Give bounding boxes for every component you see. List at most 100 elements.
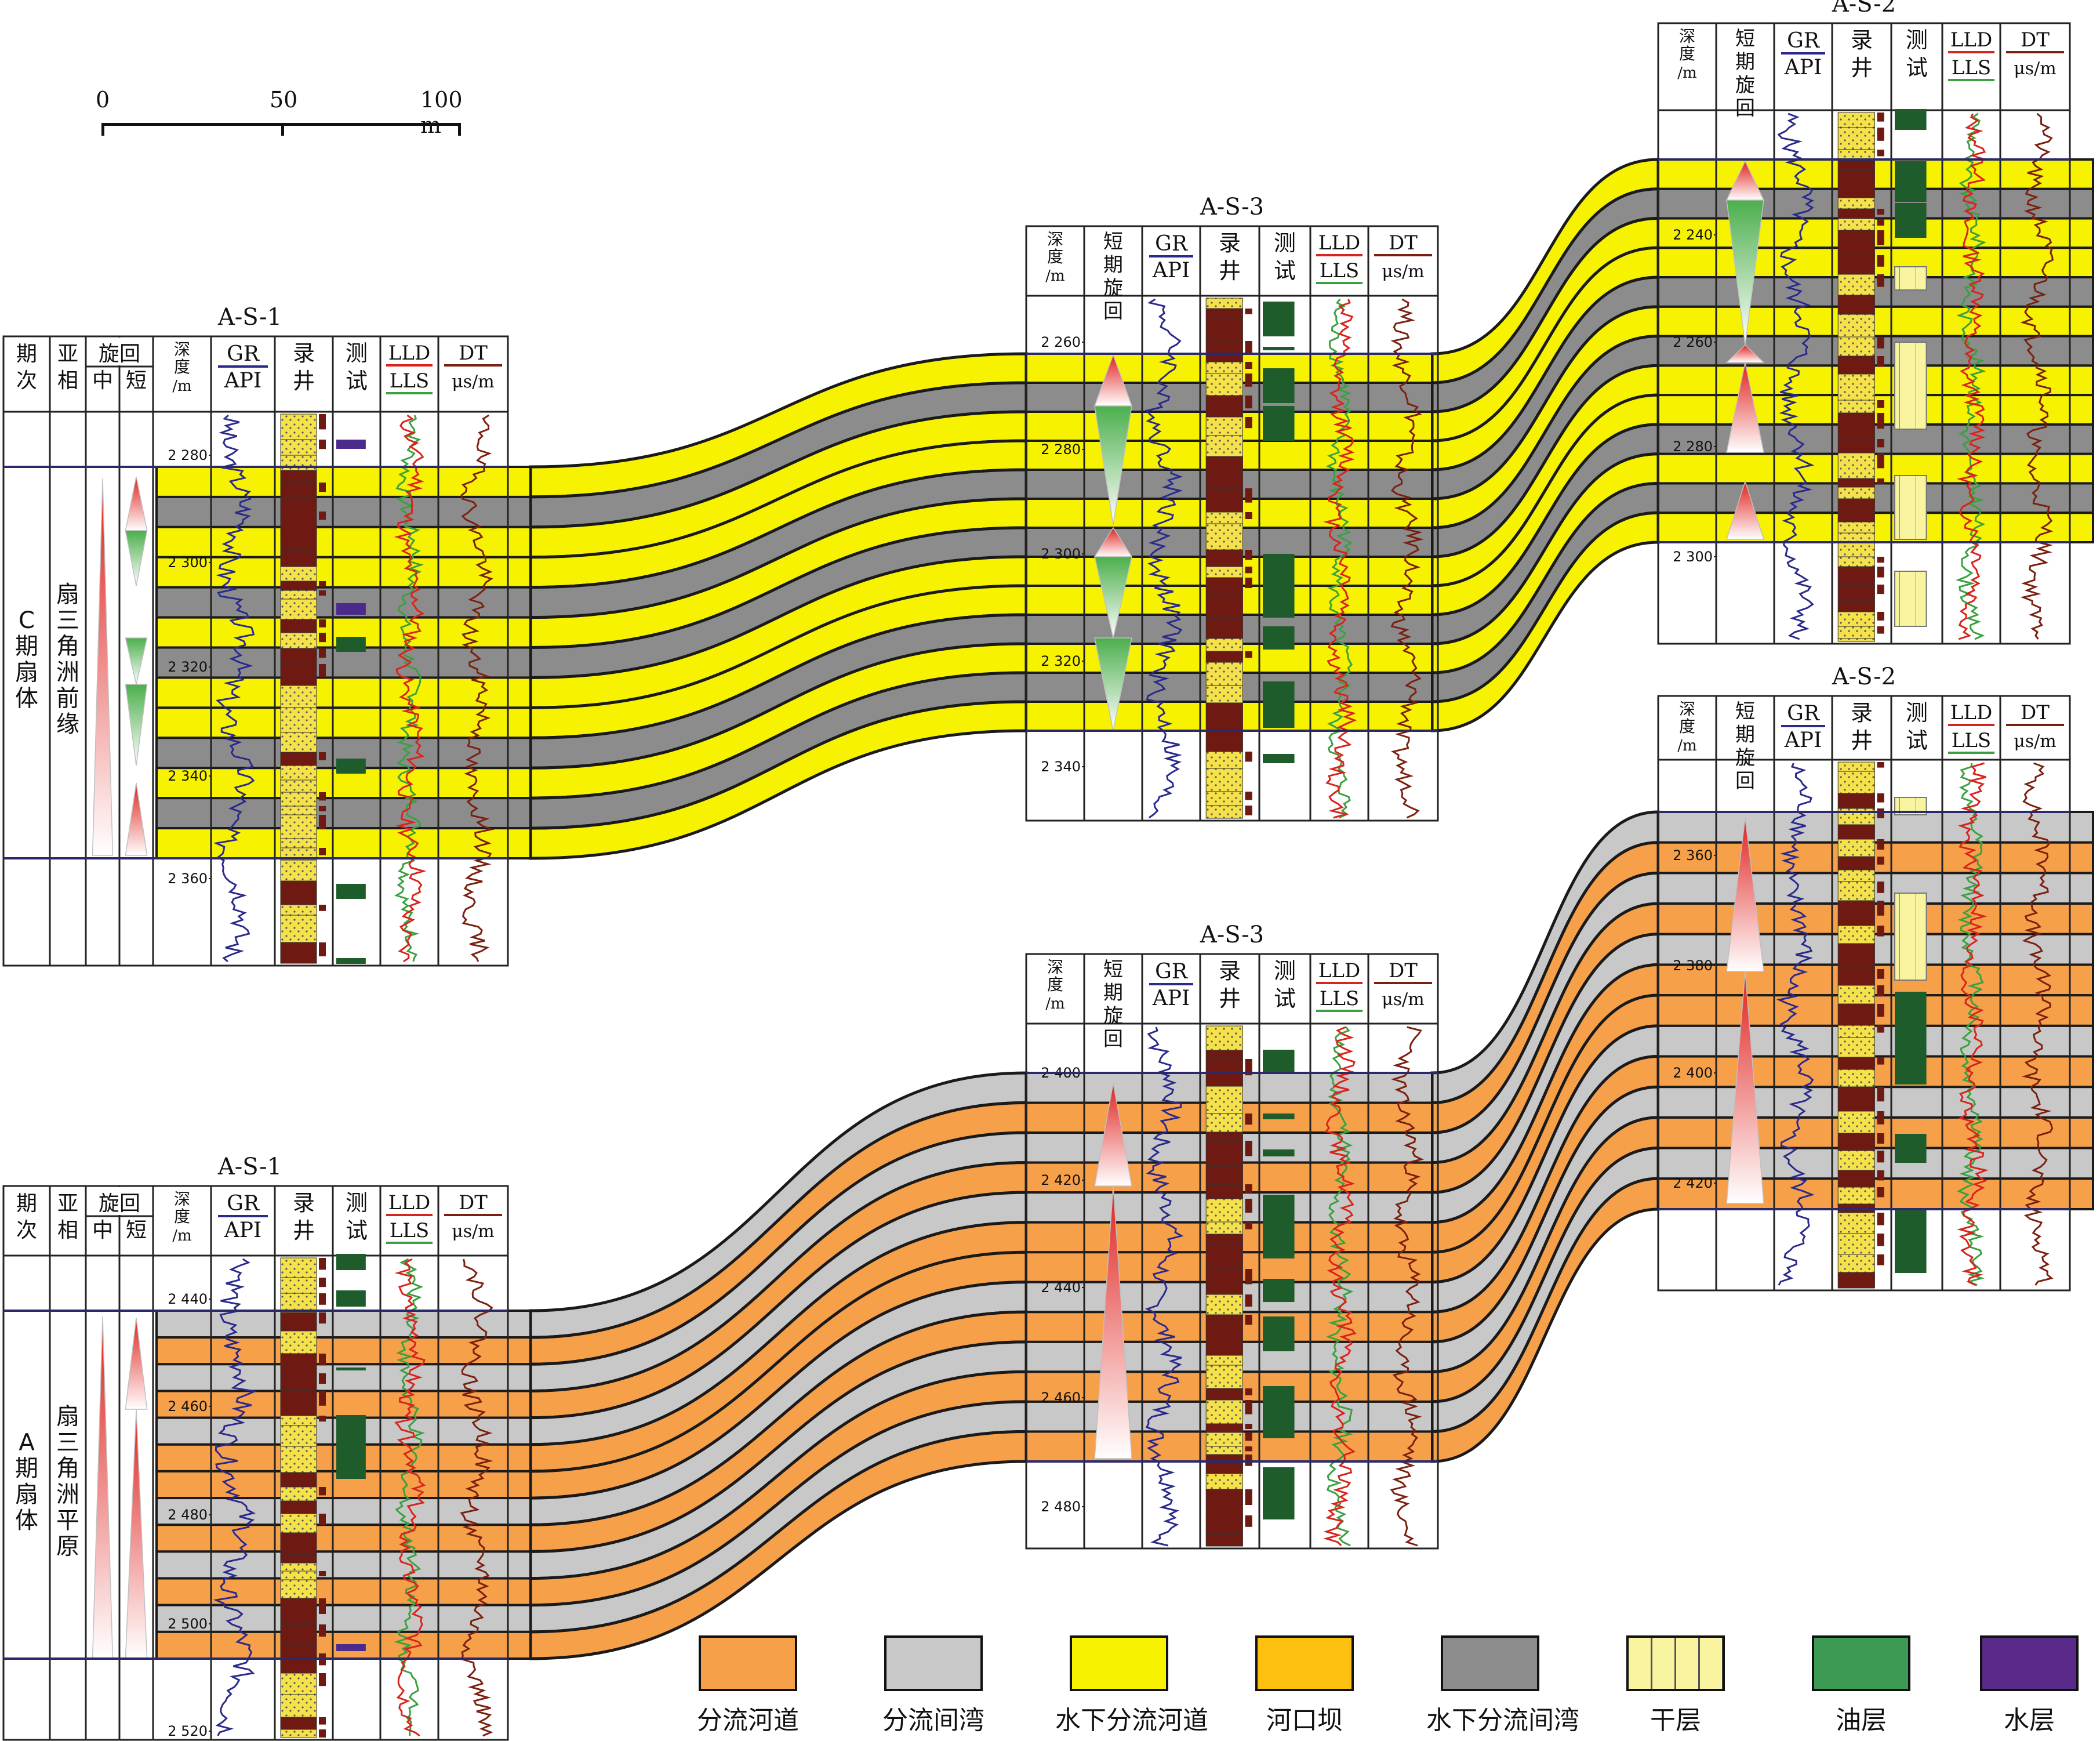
lithology-mark: [319, 1293, 326, 1305]
log-curve: [1955, 113, 1987, 640]
layer-strip: [1657, 1024, 2094, 1058]
lithology-bed: [1205, 1131, 1243, 1141]
dt-header: DT: [2021, 28, 2050, 52]
legend-swatch: [1980, 1635, 2079, 1691]
log-header: 录: [293, 340, 315, 366]
lithology-mark: [1877, 857, 1884, 865]
api-header: API: [224, 1218, 261, 1242]
lithology-mark: [319, 440, 326, 449]
lithology-bed: [280, 1257, 317, 1278]
legend-item-channel: 分流河道: [684, 1635, 812, 1735]
lithology-bed: [1837, 1254, 1875, 1273]
oil-layer-block: [1895, 1134, 1927, 1163]
lithology-bed: [280, 752, 317, 766]
lithology-bed: [1205, 1198, 1243, 1223]
test-header: 试: [1274, 986, 1296, 1011]
oil-layer-block: [1263, 1386, 1295, 1438]
lithology-bed: [1837, 1069, 1875, 1087]
lithology-mark: [319, 1278, 326, 1287]
test-header: 测: [1274, 958, 1296, 984]
lls-header: LLS: [1320, 987, 1359, 1010]
lithology-bed: [1205, 361, 1243, 374]
lithology-bed: [280, 1570, 317, 1580]
lithology-bed: [280, 1390, 317, 1416]
lithology-mark: [1877, 1004, 1884, 1017]
period-header: 期: [16, 1192, 37, 1216]
lithology-bed: [280, 498, 317, 512]
short-cycle-triangle-up: [1726, 971, 1764, 1204]
oil-layer-block: [1895, 1209, 1927, 1273]
lithology-mark: [319, 1416, 326, 1422]
test-header: 试: [1274, 258, 1296, 284]
dt-unit-header: μs/m: [452, 372, 494, 392]
lithology-bed: [1837, 532, 1875, 557]
lithology-bed: [280, 1293, 317, 1313]
layer-strip: [155, 1390, 532, 1419]
period-header: 次: [16, 369, 37, 393]
lithology-mark: [1245, 567, 1252, 574]
oil-layer-block: [1895, 161, 1927, 202]
well-a-s-1: A-S-1期次亚相旋回中短深度/mGRAPI录井测试LLDLLSDTμs/m2 …: [2, 1154, 509, 1741]
lithology-bed: [1205, 566, 1243, 578]
lithology-bed: [280, 1500, 317, 1514]
layer-strip: [1657, 423, 2094, 455]
lithology-bed: [280, 1330, 317, 1354]
lithology-bed: [1837, 1170, 1875, 1188]
short-cycle-header: 旋: [1103, 1004, 1123, 1028]
lithology-mark: [319, 752, 326, 760]
lithology-mark: [1877, 230, 1884, 245]
api-header: API: [1784, 728, 1822, 752]
lithology-bed: [1837, 478, 1875, 488]
lithology-mark: [1245, 1294, 1252, 1307]
depth-tick-label: 2 300: [1673, 549, 1713, 565]
lithology-bed: [1205, 340, 1243, 362]
label-char: 扇: [56, 1403, 79, 1430]
log-curve: [1957, 762, 1989, 1286]
log-header: 井: [1851, 55, 1873, 81]
short-cycle-header: 回: [1103, 300, 1123, 323]
water-layer-block: [336, 603, 366, 615]
lithology-mark: [1877, 567, 1884, 578]
lithology-mark: [1245, 1424, 1252, 1429]
scale-label-0: 0: [96, 87, 110, 113]
lithology-bed: [280, 1532, 317, 1555]
lithology-mark: [1245, 309, 1252, 314]
lithology-mark: [1877, 882, 1884, 893]
log-curve: [213, 414, 255, 963]
lithology-bed: [1205, 308, 1243, 318]
log-curve: [1323, 1026, 1357, 1547]
lithology-bed: [1205, 1534, 1243, 1547]
lithology-bed: [1205, 751, 1243, 769]
oil-layer-block: [1263, 347, 1295, 350]
lithology-mark: [1877, 400, 1884, 408]
layer-strip: [155, 466, 532, 498]
depth-tick-label: 2 300: [168, 554, 208, 571]
well-name: A-S-2: [1832, 663, 1896, 690]
lithology-mark: [1877, 1170, 1884, 1181]
lithology-mark: [319, 792, 326, 801]
dt-unit-header: μs/m: [1382, 989, 1424, 1010]
depth-tick-label: 2 300: [1041, 546, 1081, 562]
lithology-bed: [1837, 985, 1875, 1004]
lithology-bed: [1205, 1221, 1243, 1235]
mid-cycle-triangle: [92, 478, 114, 856]
oil-layer-block: [336, 884, 366, 899]
legend-swatch: [884, 1635, 983, 1691]
depth-header: 度: [174, 1207, 190, 1226]
lithology-bed: [1205, 416, 1243, 436]
lithology-mark: [319, 633, 326, 643]
layer-strip: [1657, 963, 2094, 997]
depth-header: 度: [1047, 247, 1063, 266]
short-cycle-triangle-down: [125, 530, 148, 586]
label-char: 角: [56, 633, 79, 660]
lithology-mark: [319, 1598, 326, 1614]
lithology-bed: [1205, 1399, 1243, 1424]
label-char: 洲: [56, 1481, 79, 1508]
layer-strip: [1657, 482, 2094, 514]
depth-tick-label: 2 400: [1673, 1065, 1713, 1081]
log-curve: [2020, 113, 2054, 640]
depth-header: 深: [174, 1189, 190, 1209]
depth-tick-label: 2 340: [1041, 759, 1081, 775]
